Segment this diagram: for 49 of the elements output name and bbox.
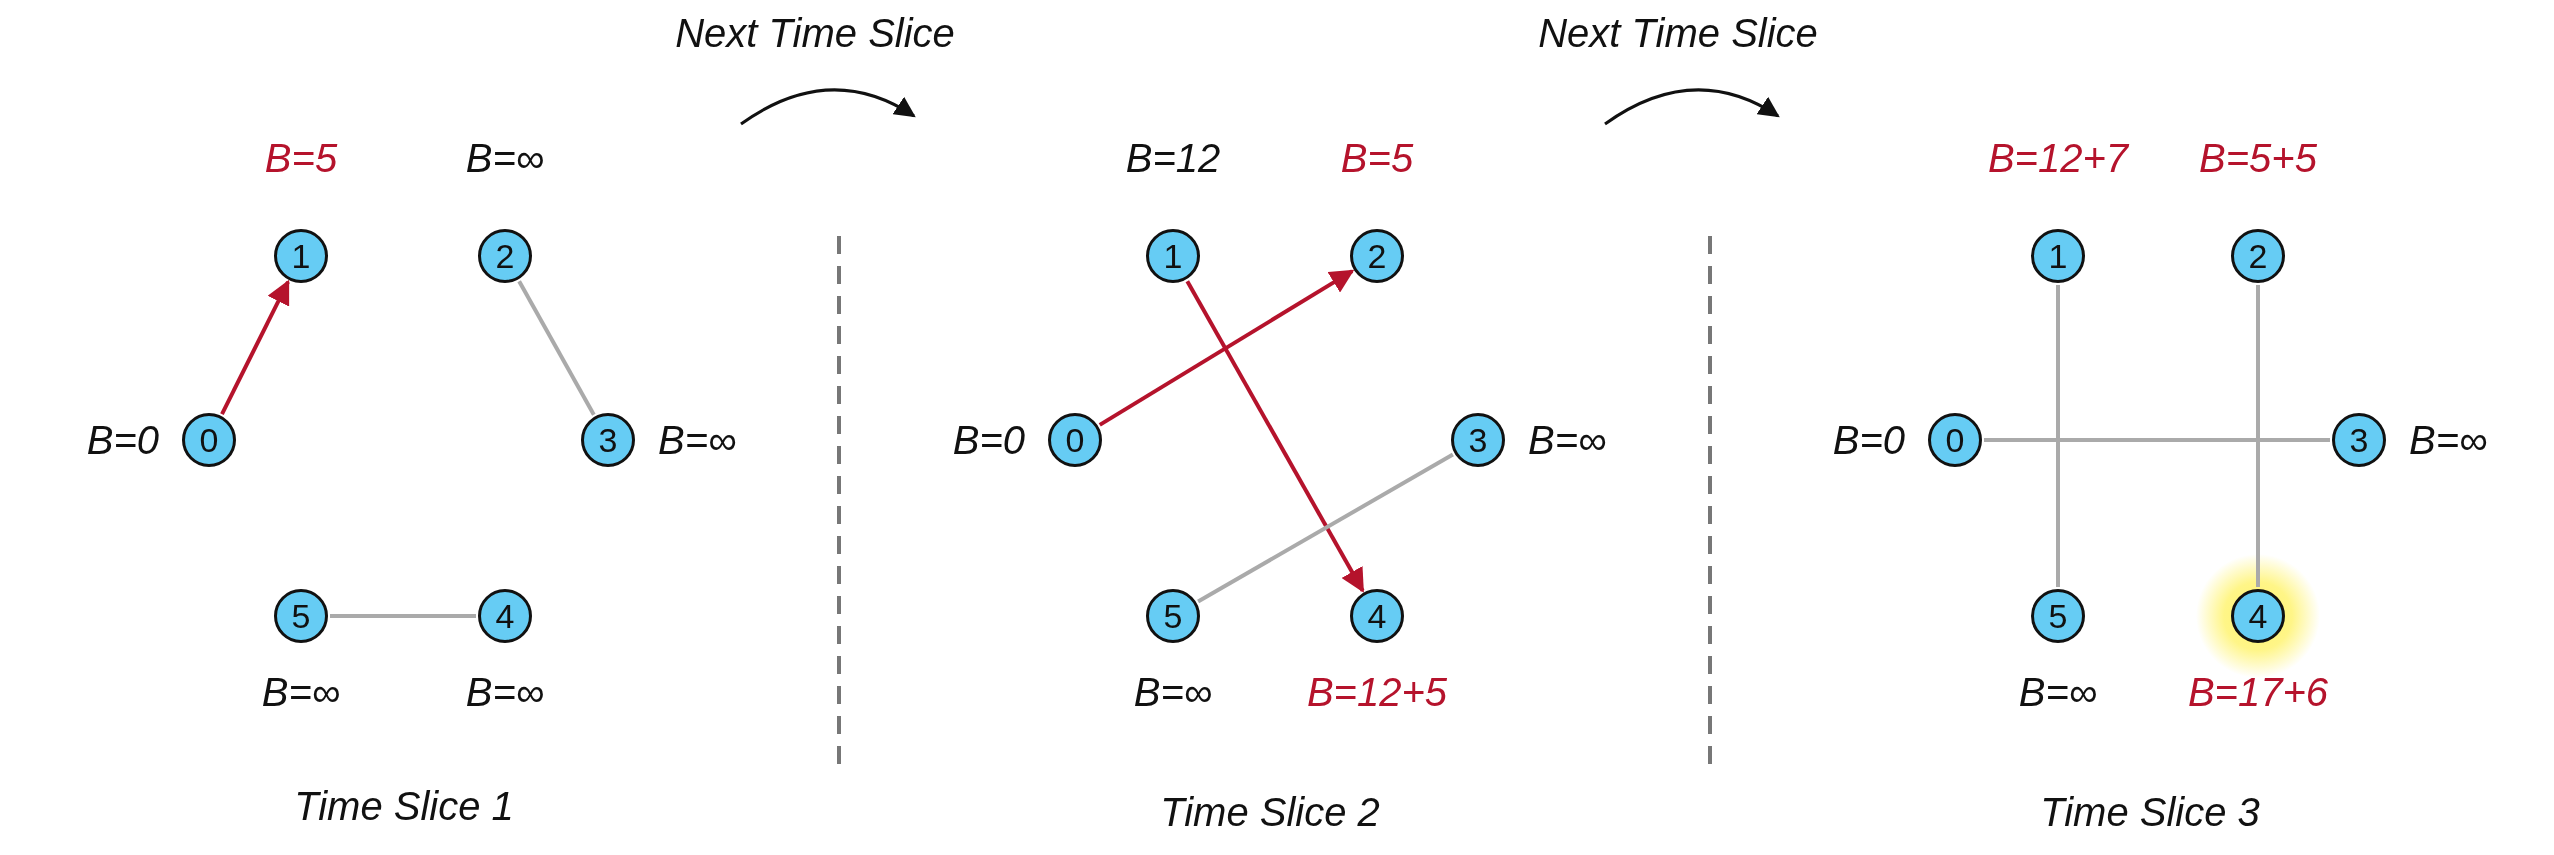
node-circle: 3: [1451, 413, 1505, 467]
connector-line: [330, 614, 476, 618]
node-circle: 2: [2231, 229, 2285, 283]
budget-label: B=5+5: [2199, 138, 2317, 178]
node-circle: 0: [1928, 413, 1982, 467]
budget-label: B=∞: [465, 138, 545, 178]
arrow: [220, 279, 290, 415]
node-circle: 3: [581, 413, 635, 467]
budget-label: B=12+7: [1987, 138, 2129, 178]
budget-label: B=0: [952, 420, 1025, 460]
budget-label: B=∞: [261, 672, 341, 712]
transition-label: Next Time Slice: [675, 13, 955, 53]
budget-label: B=∞: [465, 672, 545, 712]
node-circle: 1: [1146, 229, 1200, 283]
budget-label: B=12+5: [1306, 672, 1448, 712]
budget-label: B=∞: [1528, 420, 1607, 460]
budget-label: B=5: [264, 138, 338, 178]
node-circle: 1: [2031, 229, 2085, 283]
budget-label: B=∞: [2409, 420, 2488, 460]
node-circle: 3: [2332, 413, 2386, 467]
connector-line: [1984, 438, 2330, 442]
node-circle: 1: [274, 229, 328, 283]
budget-label: B=5: [1340, 138, 1414, 178]
node-circle: 2: [1350, 229, 1404, 283]
panel-caption: Time Slice 1: [294, 786, 514, 826]
panel-caption: Time Slice 2: [1160, 792, 1380, 832]
node-circle: 0: [1048, 413, 1102, 467]
node-circle: 2: [478, 229, 532, 283]
budget-label: B=∞: [658, 420, 737, 460]
connector-line: [517, 280, 596, 416]
budget-label: B=17+6: [2187, 672, 2329, 712]
budget-label: B=12: [1125, 138, 1221, 178]
connector-line: [2056, 285, 2060, 587]
connector-line: [2256, 285, 2260, 587]
transition-label: Next Time Slice: [1538, 13, 1818, 53]
budget-label: B=∞: [1133, 672, 1213, 712]
panel-caption: Time Slice 3: [2040, 792, 2260, 832]
node-circle: 5: [2031, 589, 2085, 643]
budget-label: B=0: [1832, 420, 1905, 460]
arrow: [1098, 269, 1355, 427]
node-circle: 0: [182, 413, 236, 467]
node-circle: 5: [274, 589, 328, 643]
arrow: [1185, 280, 1365, 593]
budget-label: B=∞: [2018, 672, 2098, 712]
budget-label: B=0: [86, 420, 159, 460]
node-circle: 4: [478, 589, 532, 643]
node-circle: 5: [1146, 589, 1200, 643]
node-circle: 4: [1350, 589, 1404, 643]
connector-line: [1197, 452, 1454, 604]
